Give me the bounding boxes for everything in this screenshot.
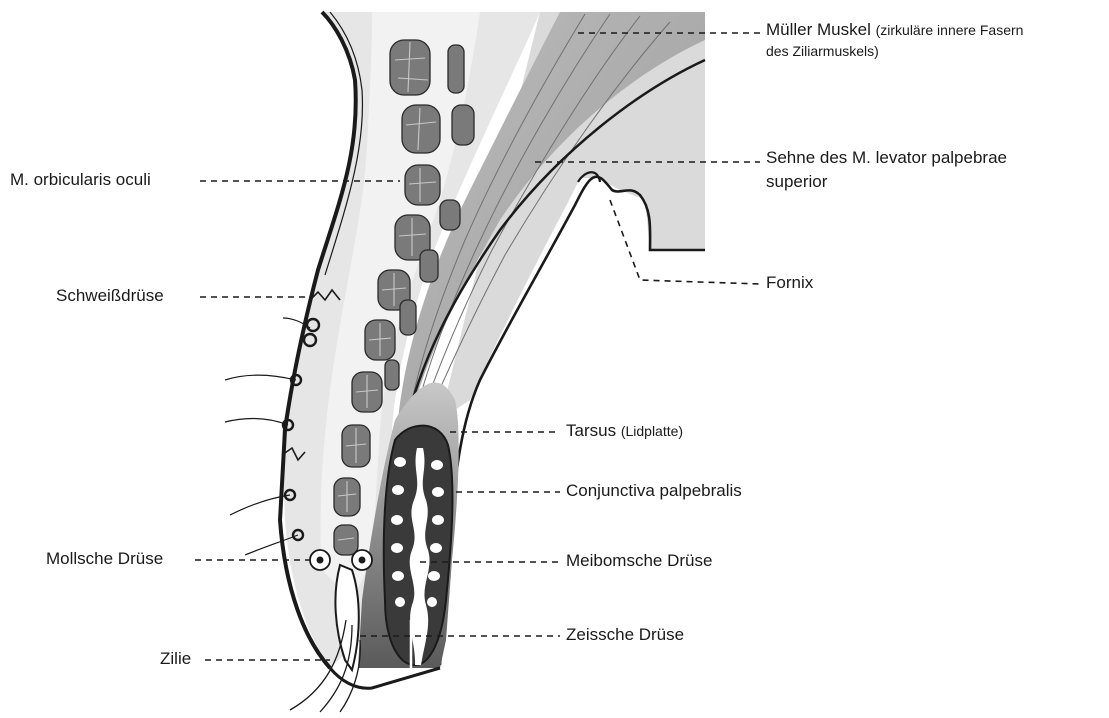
label-tarsus-main: Tarsus: [566, 421, 616, 440]
label-schweiss: Schweißdrüse: [56, 286, 164, 306]
label-levator-line1: Sehne des M. levator palpebrae: [766, 148, 1007, 168]
label-mueller: Müller Muskel (zirkuläre innere Fasern: [766, 20, 1023, 40]
label-levator-line2: superior: [766, 172, 827, 192]
lid-margin: [330, 668, 440, 688]
label-moll: Mollsche Drüse: [46, 549, 163, 569]
label-zeiss: Zeissche Drüse: [566, 625, 684, 645]
label-meibom: Meibomsche Drüse: [566, 551, 712, 571]
label-tarsus: Tarsus (Lidplatte): [566, 421, 683, 441]
label-mueller-note2: des Ziliarmuskels): [766, 43, 879, 60]
label-zilie: Zilie: [160, 649, 191, 669]
label-tarsus-note: (Lidplatte): [621, 423, 683, 439]
label-conjunctiva: Conjunctiva palpebralis: [566, 481, 742, 501]
label-fornix: Fornix: [766, 273, 813, 293]
label-orbicularis: M. orbicularis oculi: [10, 170, 151, 190]
label-mueller-main: Müller Muskel: [766, 20, 871, 39]
label-mueller-note: (zirkuläre innere Fasern: [876, 22, 1024, 38]
